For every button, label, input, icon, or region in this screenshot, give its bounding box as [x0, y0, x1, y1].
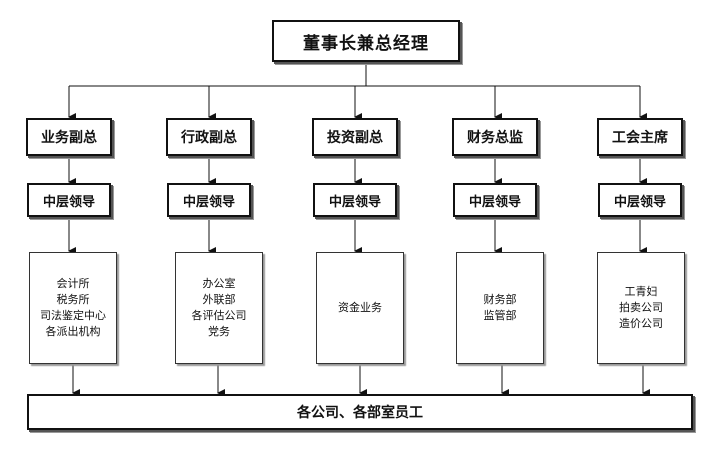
dept-box-investment: 资金业务 — [316, 252, 404, 364]
middle-mgmt-box-2: 中层领导 — [167, 183, 251, 217]
dept-item: 工青妇 — [624, 285, 658, 298]
chairman-gm-box: 董事长兼总经理 — [272, 20, 460, 62]
vp-box-finance: 财务总监 — [452, 118, 538, 156]
middle-mgmt-label: 中层领导 — [182, 194, 235, 210]
dept-item: 监管部 — [483, 309, 517, 322]
vp-box-admin: 行政副总 — [166, 118, 252, 156]
middle-mgmt-box-1: 中层领导 — [27, 183, 111, 217]
dept-item: 办公室 — [202, 277, 236, 290]
middle-mgmt-box-3: 中层领导 — [313, 183, 397, 217]
middle-mgmt-box-4: 中层领导 — [453, 183, 537, 217]
vp-label: 工会主席 — [612, 130, 668, 146]
middle-mgmt-box-5: 中层领导 — [598, 183, 682, 217]
vp-label: 行政副总 — [181, 130, 237, 146]
dept-item: 拍卖公司 — [619, 301, 663, 314]
all-staff-label: 各公司、各部室员工 — [297, 405, 423, 421]
vp-label: 投资副总 — [327, 130, 383, 146]
vp-label: 财务总监 — [467, 130, 523, 146]
chairman-gm-label: 董事长兼总经理 — [303, 33, 429, 54]
vp-label: 业务副总 — [41, 130, 97, 146]
vp-box-business: 业务副总 — [26, 118, 112, 156]
dept-item: 外联部 — [202, 293, 236, 306]
dept-item: 财务部 — [483, 293, 517, 306]
dept-item: 各派出机构 — [45, 325, 101, 338]
dept-item: 党务 — [208, 325, 230, 338]
dept-item: 司法鉴定中心 — [40, 309, 106, 322]
dept-box-finance: 财务部 监管部 — [456, 252, 544, 364]
middle-mgmt-label: 中层领导 — [468, 194, 521, 210]
middle-mgmt-label: 中层领导 — [42, 194, 95, 210]
all-staff-box: 各公司、各部室员工 — [27, 394, 693, 430]
dept-item: 税务所 — [56, 293, 90, 306]
dept-box-admin: 办公室 外联部 各评估公司 党务 — [175, 252, 263, 364]
vp-box-investment: 投资副总 — [312, 118, 398, 156]
dept-item: 各评估公司 — [191, 309, 247, 322]
middle-mgmt-label: 中层领导 — [613, 194, 666, 210]
dept-box-union: 工青妇 拍卖公司 造价公司 — [597, 252, 685, 364]
middle-mgmt-label: 中层领导 — [328, 194, 381, 210]
dept-item: 资金业务 — [338, 301, 382, 314]
vp-box-union: 工会主席 — [597, 118, 683, 156]
dept-item: 造价公司 — [619, 317, 663, 330]
dept-item: 会计所 — [56, 277, 90, 290]
dept-box-business: 会计所 税务所 司法鉴定中心 各派出机构 — [29, 252, 117, 364]
